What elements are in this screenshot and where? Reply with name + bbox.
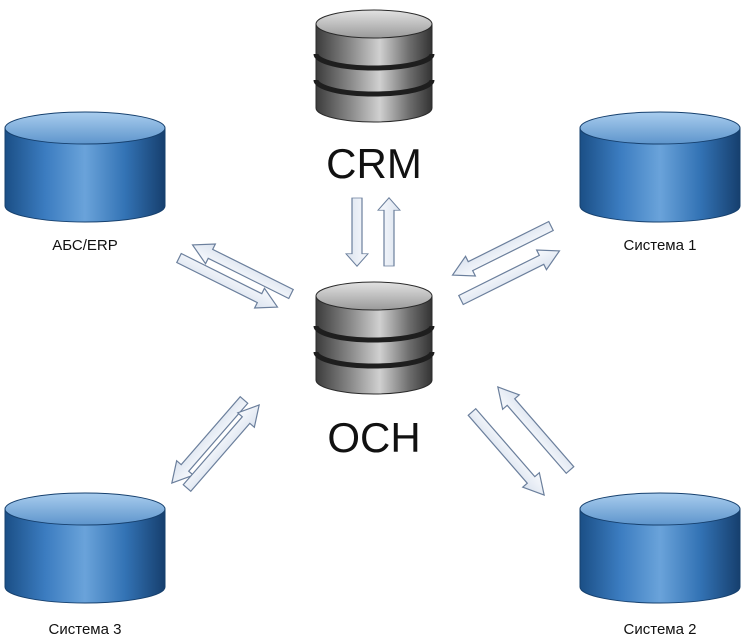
crm-label: CRM xyxy=(326,140,422,187)
system2-database-icon xyxy=(579,492,741,604)
system1-label: Система 1 xyxy=(624,237,697,254)
abs-database-icon xyxy=(4,111,166,223)
hub-to-system2-arrow-icon xyxy=(463,404,554,503)
crm-database-icon xyxy=(316,10,432,122)
crm-to-hub-arrow-icon xyxy=(345,197,369,267)
system3-label: Система 3 xyxy=(49,621,122,638)
system3-database-icon xyxy=(4,492,166,604)
hub-database-icon xyxy=(316,282,432,394)
system3-to-hub-arrow-icon xyxy=(178,397,269,496)
hub-label: ОСН xyxy=(327,414,420,461)
abs-label: АБС/ERP xyxy=(52,237,118,254)
hub-to-crm-arrow-icon xyxy=(377,197,401,267)
system1-database-icon xyxy=(579,111,741,223)
system2-to-hub-arrow-icon xyxy=(488,379,579,478)
system2-label: Система 2 xyxy=(624,621,697,638)
hub-to-system3-arrow-icon xyxy=(162,392,253,491)
